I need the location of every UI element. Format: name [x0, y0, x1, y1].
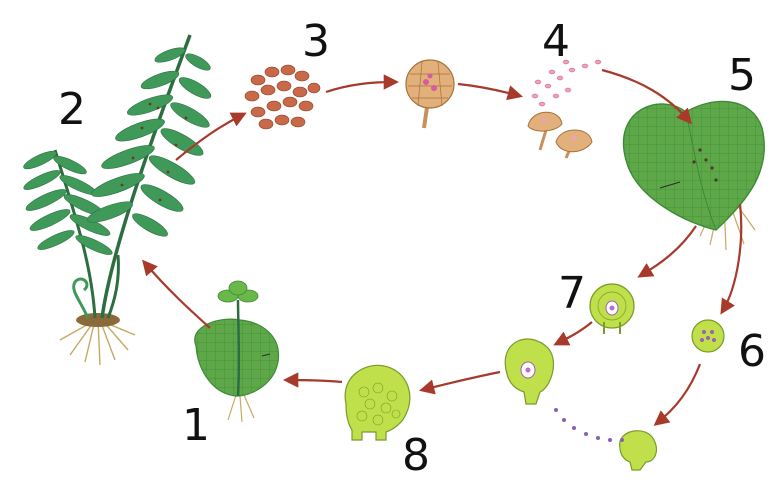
- stage-label-4: 4: [542, 16, 570, 67]
- antheridium-icon: [590, 284, 634, 334]
- arrow-3-to-sporangium: [326, 82, 396, 92]
- arrow-archegonium-to-8: [422, 372, 500, 390]
- zygote-icon: [692, 320, 724, 352]
- arrow-7-to-archegonium: [556, 322, 592, 344]
- arrow-5-to-7: [640, 226, 696, 276]
- stage-label-3: 3: [302, 16, 330, 67]
- arrow-1-to-2: [144, 262, 210, 328]
- fern-plant-icon: [22, 35, 214, 365]
- arrow-6-to-lower: [656, 364, 700, 424]
- stage-label-2: 2: [58, 84, 86, 135]
- stage-label-5: 5: [728, 50, 756, 101]
- stage-label-8: 8: [402, 430, 430, 481]
- arrow-8-to-1: [286, 380, 342, 382]
- stage-label-1: 1: [182, 400, 210, 451]
- stage-label-6: 6: [738, 326, 766, 377]
- sporangium-icon: [406, 60, 454, 128]
- spore-release-icon: [528, 60, 601, 158]
- spore-cluster-icon: [245, 65, 320, 129]
- archegonium-icon: [554, 408, 656, 470]
- stage-label-7: 7: [558, 268, 586, 319]
- archegonium-icon: [505, 339, 553, 404]
- arrow-sporangium-to-4: [458, 84, 520, 96]
- young-sporophyte-icon: [345, 365, 410, 440]
